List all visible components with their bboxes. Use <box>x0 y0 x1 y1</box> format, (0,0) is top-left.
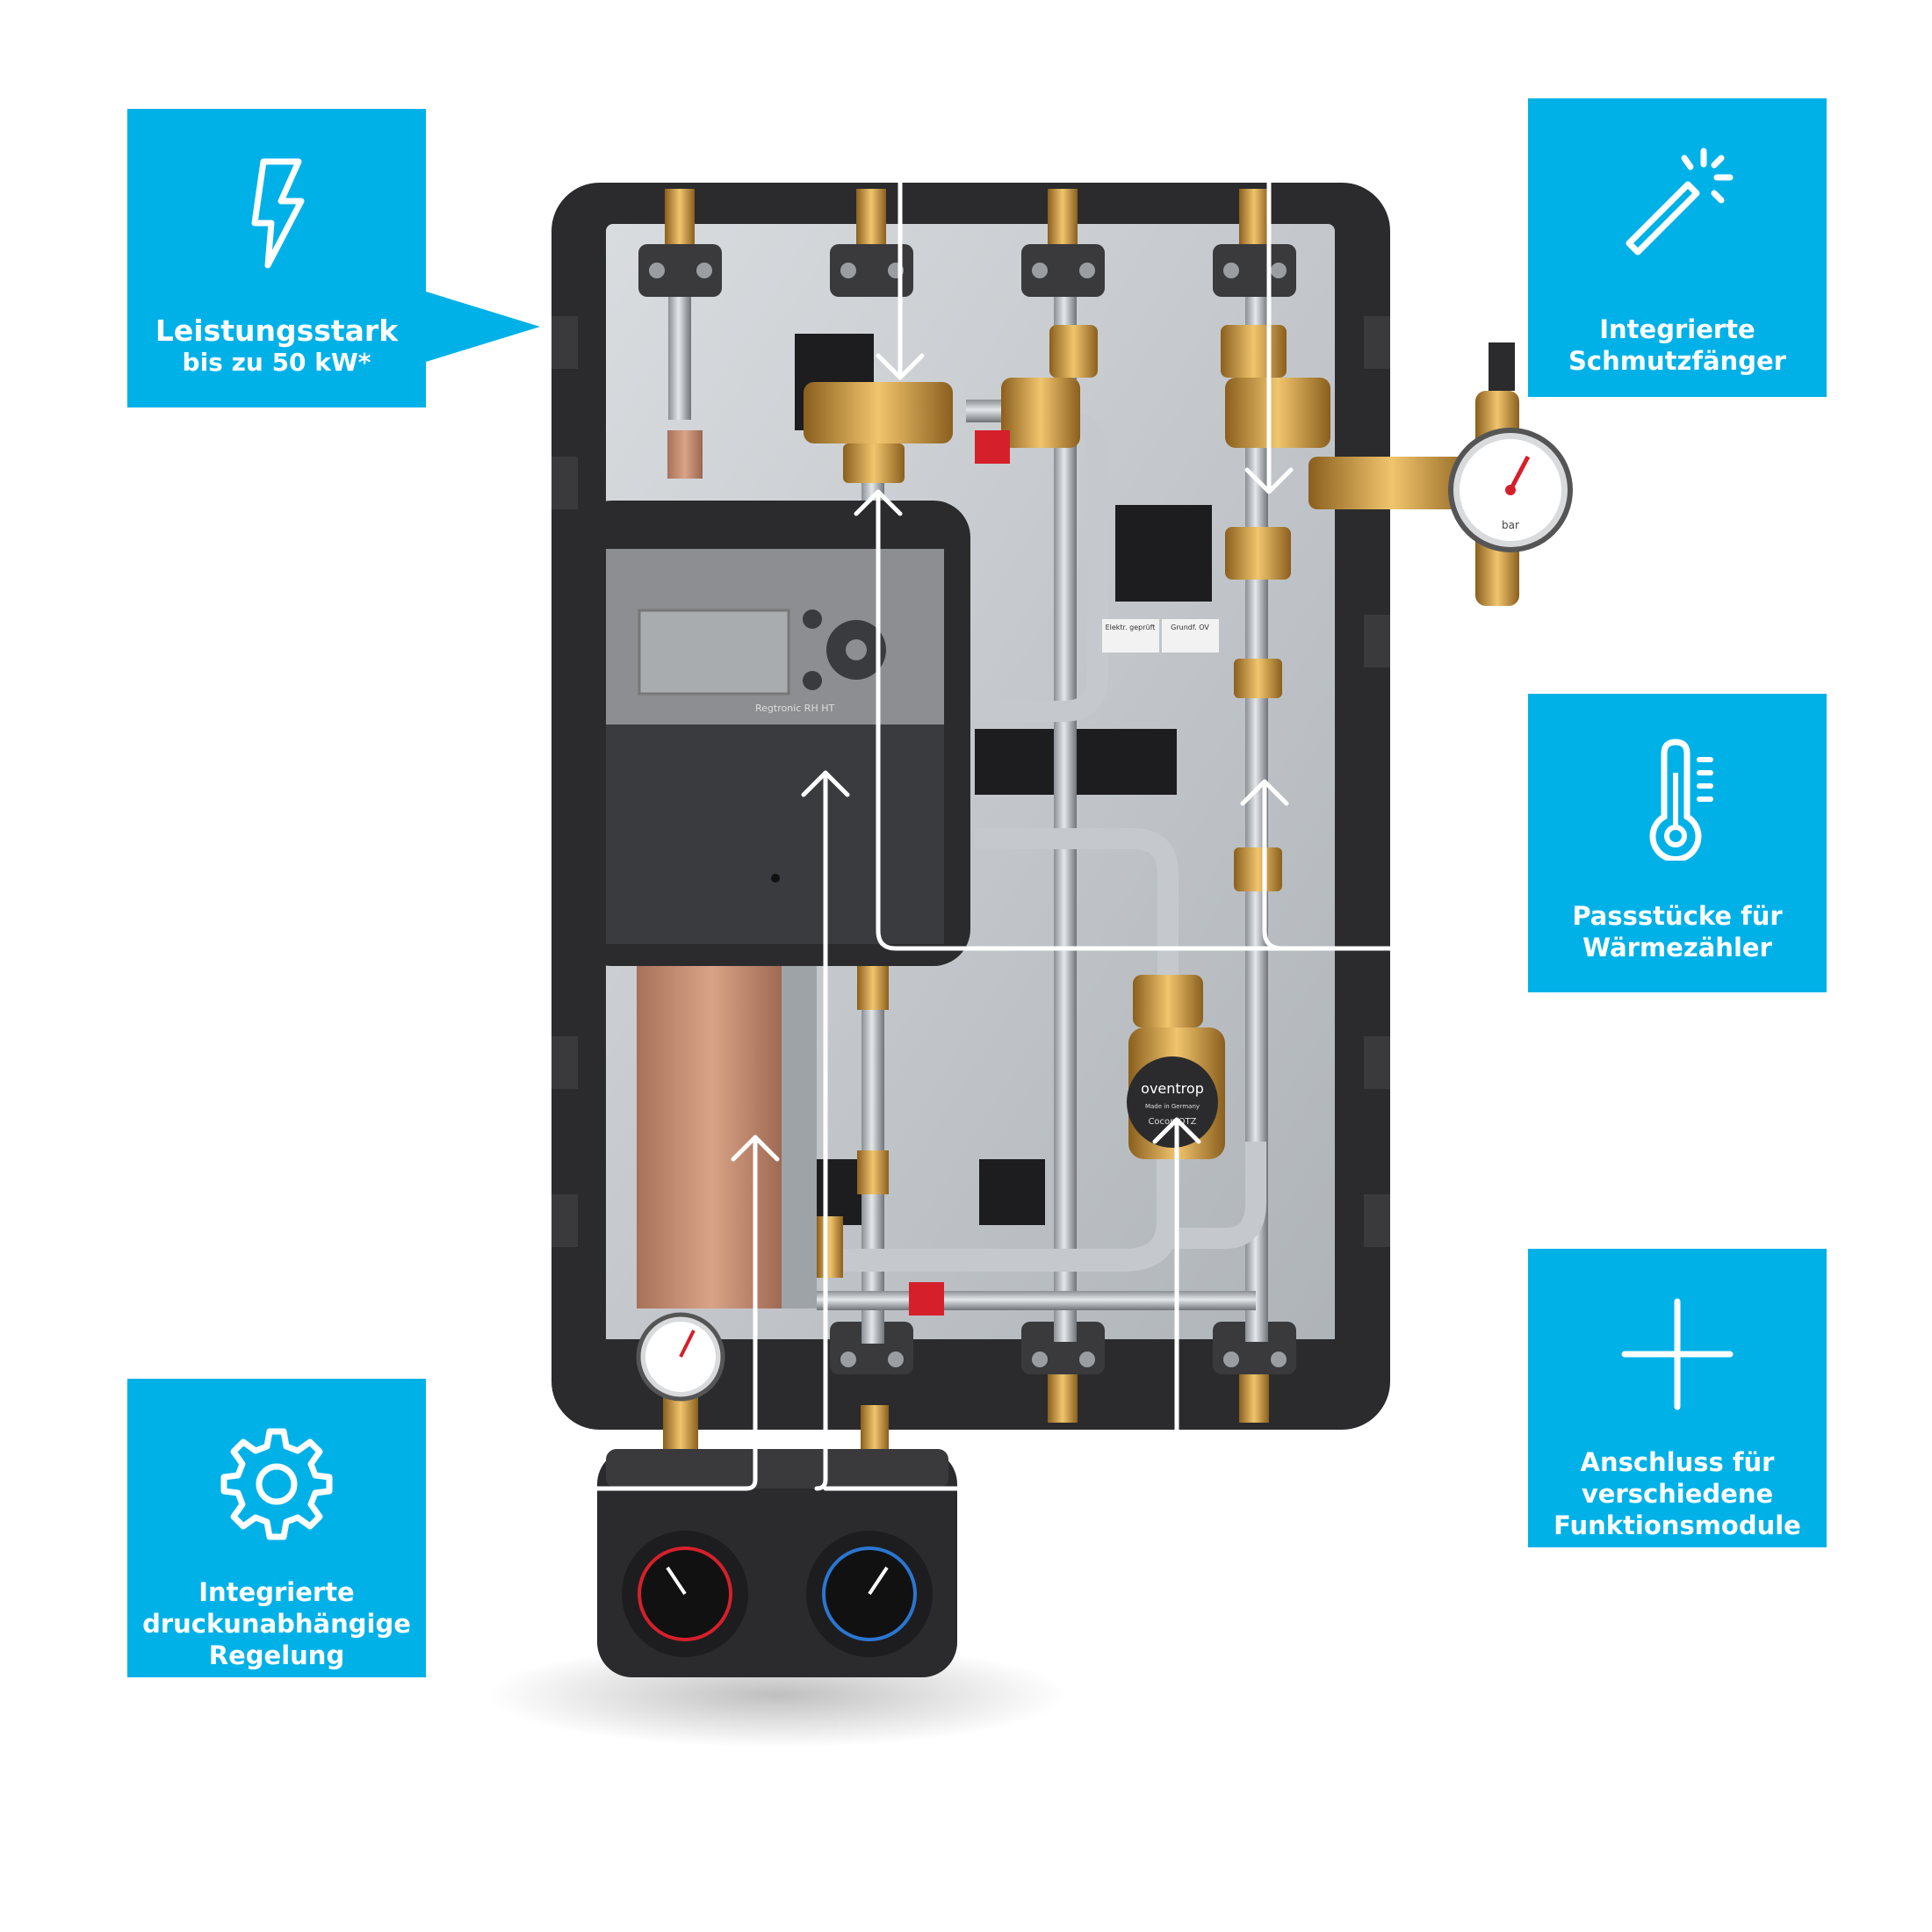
control-line1: Integrierte <box>198 1577 355 1607</box>
power-title: Leistungsstark <box>155 314 399 348</box>
thermometer-blue <box>806 1531 933 1657</box>
thermometer-icon <box>1649 739 1713 861</box>
plate-heat-exchanger <box>637 966 786 1308</box>
callout-fittings-text: Passstücke für Wärmezähler <box>1572 900 1782 963</box>
callout-fittings: Passstücke für Wärmezähler <box>1528 694 1827 992</box>
power-subtitle: bis zu 50 kW* <box>182 348 371 377</box>
inspection-stickers: Elektr. geprüft Grundf. OV <box>1102 619 1219 652</box>
sticker-electric-tested: Elektr. geprüft <box>1106 624 1156 631</box>
controller-unit: Regtronic RH HT <box>575 501 970 966</box>
valve-made-label: Made in Germany <box>1145 1103 1200 1110</box>
callout-power: Leistungsstark bis zu 50 kW* <box>127 109 426 407</box>
callout-dirt-trap: Integrierte Schmutzfänger <box>1528 98 1827 397</box>
thermometer-block <box>597 1449 957 1677</box>
gear-icon <box>220 1428 333 1540</box>
callout-modules-text: Anschluss für verschiedene Funktionsmodu… <box>1554 1446 1801 1541</box>
flow-regulating-valve: oventrop Made in Germany Cocon QTZ <box>1127 1056 1218 1148</box>
controller-model-label: Regtronic RH HT <box>755 703 834 714</box>
plus-icon <box>1621 1298 1734 1410</box>
bottom-clamps <box>830 1322 1296 1423</box>
callout-control-text: Integrierte druckunabhängige Regelung <box>142 1576 411 1671</box>
sticker-grundf: Grundf. OV <box>1171 624 1209 631</box>
pressure-gauge-left <box>636 1312 725 1402</box>
modules-line2: verschiedene <box>1581 1479 1774 1509</box>
callout-power-text: Leistungsstark bis zu 50 kW* <box>155 315 398 378</box>
dirt-trap-line1: Integrierte <box>1599 314 1755 344</box>
dirt-trap-line2: Schmutzfänger <box>1568 346 1786 376</box>
control-line2: druckunabhängige <box>142 1609 411 1639</box>
callout-dirt-trap-text: Integrierte Schmutzfänger <box>1568 314 1786 377</box>
red-valve-handle-top <box>975 430 1010 464</box>
pressure-gauge-right: bar <box>1448 428 1573 552</box>
lightning-icon <box>251 158 305 269</box>
callout-pointer <box>426 292 540 362</box>
callout-control: Integrierte druckunabhängige Regelung <box>127 1379 426 1677</box>
fittings-line1: Passstücke für <box>1572 901 1783 931</box>
indicator-lines <box>480 148 1513 1500</box>
control-line3: Regelung <box>208 1640 345 1670</box>
valve-brand-label: oventrop <box>1141 1080 1204 1097</box>
red-valve-handle-bottom <box>909 1282 944 1316</box>
fittings-line2: Wärmezähler <box>1582 933 1772 962</box>
callout-modules: Anschluss für verschiedene Funktionsmodu… <box>1528 1249 1827 1547</box>
modules-line3: Funktionsmodule <box>1554 1510 1801 1540</box>
modules-line1: Anschluss für <box>1580 1447 1775 1477</box>
gauge-unit-label: bar <box>1502 519 1519 531</box>
thermometer-red <box>622 1531 748 1657</box>
magic-wand-icon <box>1626 148 1734 256</box>
